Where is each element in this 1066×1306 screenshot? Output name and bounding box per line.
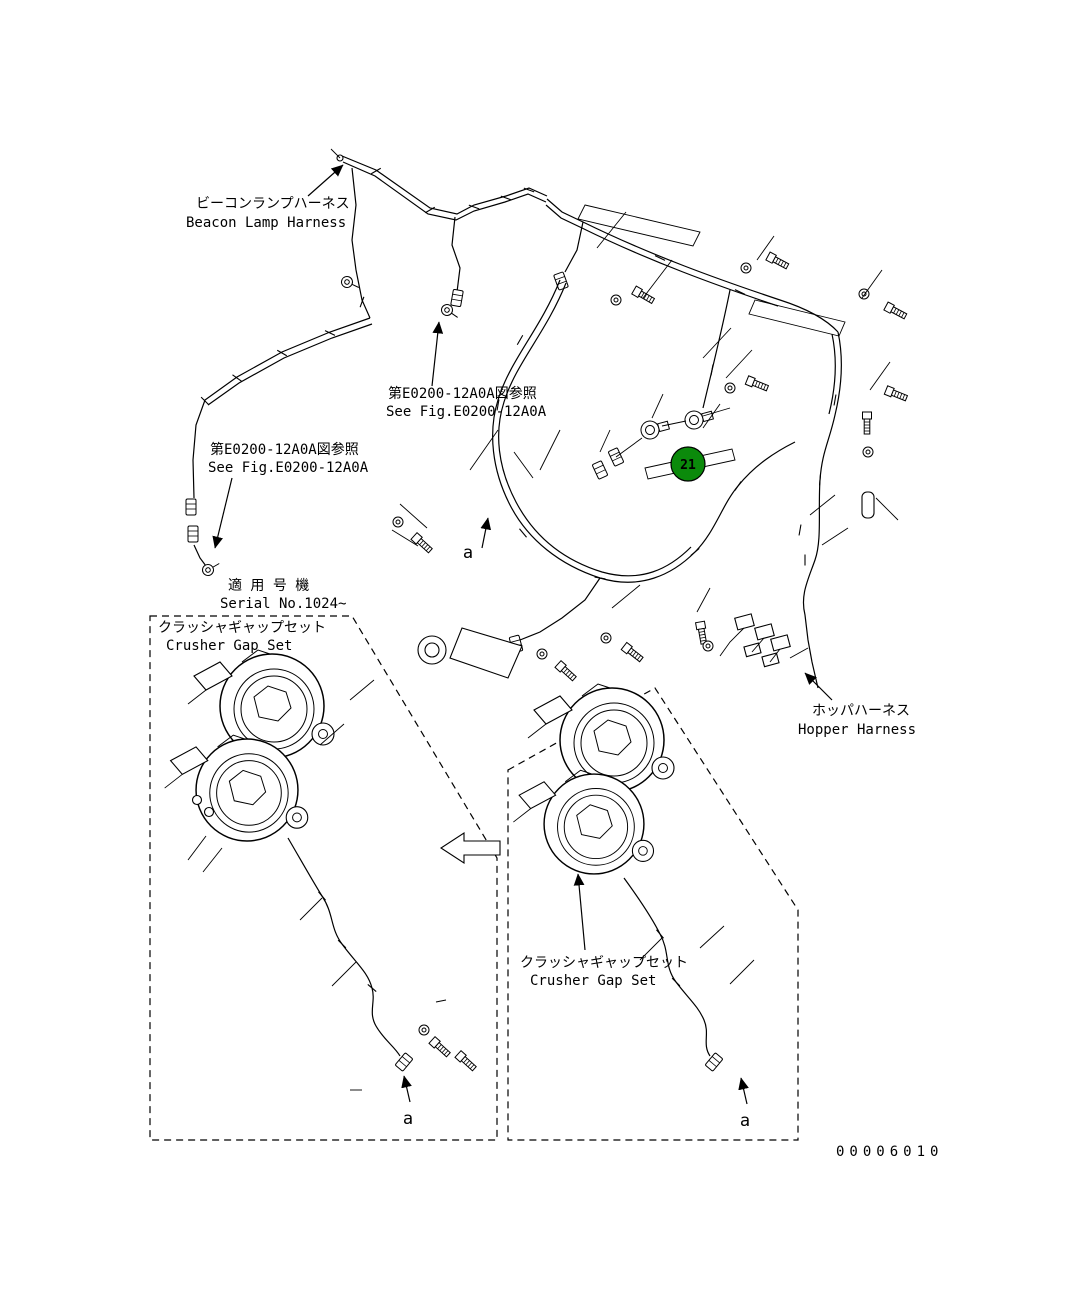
label-see-fig-top-en: See Fig.E0200-12A0A: [386, 404, 547, 420]
crusher-gap-box-left: a: [149, 615, 498, 1141]
callout-21[interactable]: 21: [670, 446, 706, 482]
label-hopper-jp: ホッパハーネス: [812, 703, 910, 719]
labels: ビーコンランプハーネス Beacon Lamp Harness 第E0200-1…: [158, 164, 916, 989]
label-crusher-right-en: Crusher Gap Set: [530, 973, 656, 989]
label-beacon-en: Beacon Lamp Harness: [186, 215, 346, 231]
marker-a-left: a: [403, 1109, 413, 1129]
label-serial-jp: 適 用 号 機: [228, 577, 309, 594]
center-harness: [417, 204, 846, 679]
marker-a-right: a: [740, 1111, 750, 1131]
marker-a-center: a: [463, 543, 473, 563]
direction-arrow: [439, 831, 501, 865]
relay-cluster: [719, 613, 791, 668]
callout-21-number[interactable]: 21: [680, 458, 696, 473]
label-see-fig-top-jp: 第E0200-12A0A図参照: [388, 385, 537, 402]
label-see-fig-left-en: See Fig.E0200-12A0A: [208, 460, 369, 476]
marker-a-center-group: a: [463, 517, 492, 563]
callout-21-balloon[interactable]: [670, 446, 706, 482]
label-crusher-left-jp: クラッシャギャップセット: [158, 620, 326, 636]
doc-number: 00006010: [836, 1144, 943, 1160]
fastener-icons: [392, 251, 909, 683]
crusher-gap-box-right: a: [507, 683, 799, 1141]
leader-lines: [391, 211, 899, 613]
label-crusher-left-en: Crusher Gap Set: [166, 638, 292, 654]
label-hopper-en: Hopper Harness: [798, 722, 916, 738]
label-serial-en: Serial No.1024~: [220, 596, 346, 612]
label-crusher-right-jp: クラッシャギャップセット: [520, 955, 688, 971]
hopper-harness: [719, 331, 842, 689]
label-see-fig-left-jp: 第E0200-12A0A図参照: [210, 441, 359, 458]
beacon-harness: [330, 148, 839, 333]
left-harness: [185, 167, 373, 579]
spacer-part: [861, 491, 875, 519]
label-beacon-jp: ビーコンランプハーネス: [196, 196, 350, 212]
